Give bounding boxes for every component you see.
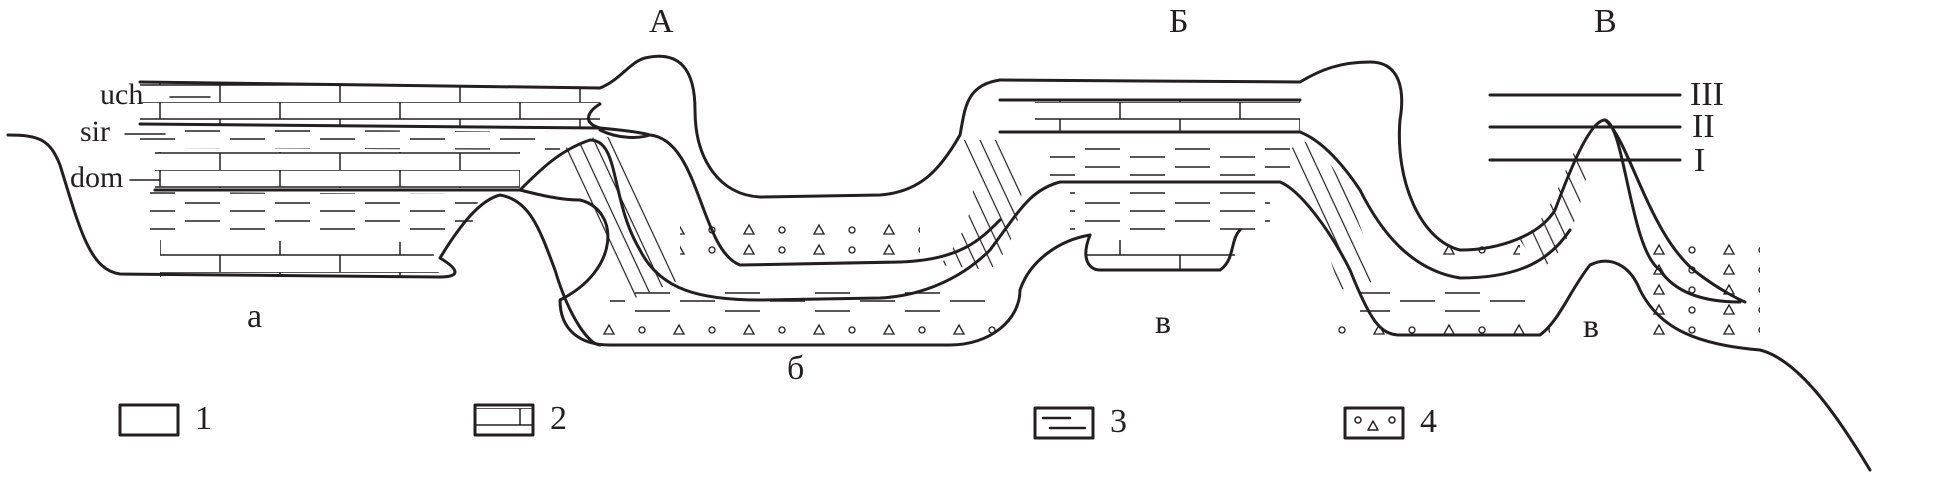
layer-label-sir: sir (80, 115, 110, 148)
dom-layer-shale (150, 192, 480, 232)
sir-layer-B (1050, 140, 1290, 180)
legend-label-1: 1 (195, 400, 212, 437)
level-label-II: II (1692, 108, 1715, 145)
right-limb-conglomerate (1640, 240, 1760, 340)
structure-label-V: В (1594, 3, 1617, 40)
legend-label-3: 3 (1110, 403, 1127, 440)
syncline-V-hatch (1520, 150, 1590, 270)
syncline-A-shale (610, 285, 990, 315)
syncline-V-shale (1360, 290, 1530, 312)
legend-swatch-2 (473, 403, 535, 437)
layer-label-dom: dom (70, 161, 124, 194)
structure-label-A: А (649, 3, 674, 40)
syncline-V-hatch (1290, 140, 1380, 290)
syncline-V-conglomerate (1330, 318, 1550, 338)
syncline-A-base (558, 198, 1092, 347)
dom-layer-limestone (160, 240, 440, 277)
structure-label-B: Б (1169, 3, 1189, 40)
level-label-III: III (1690, 76, 1724, 113)
syncline-A-core (680, 215, 920, 255)
limestone-B (1085, 240, 1235, 270)
ground-surface-left (6, 133, 602, 347)
zone-label-b: б (787, 350, 805, 387)
legend-label-4: 4 (1420, 403, 1437, 440)
zone-label-a: а (247, 298, 263, 335)
uch-layer-B (1035, 100, 1300, 132)
legend-label-2: 2 (550, 400, 567, 437)
sir-layer-shale (140, 128, 560, 150)
dom-layer-B (1070, 190, 1270, 235)
sir-layer-limestone (155, 152, 520, 188)
legend-swatch-1 (118, 403, 180, 437)
zone-label-v2: в (1583, 308, 1600, 345)
layer-label-uch: uch (100, 78, 144, 111)
uch-top (138, 54, 1002, 199)
legend-swatch-4 (1343, 406, 1405, 440)
zone-label-v1: в (1155, 304, 1172, 341)
uch-layer (140, 82, 600, 128)
syncline-A-conglomerate (580, 320, 1000, 340)
sir-top (598, 126, 652, 139)
right-limb (1603, 118, 1747, 304)
fold-limb-hatch (560, 135, 680, 300)
fold-limb-hatch (940, 140, 1022, 270)
level-label-I: I (1694, 142, 1706, 179)
syncline-V-core (1430, 245, 1520, 263)
block-B-top (998, 98, 1572, 280)
block-B-base (1084, 228, 1242, 272)
legend-swatch-3 (1033, 406, 1095, 440)
